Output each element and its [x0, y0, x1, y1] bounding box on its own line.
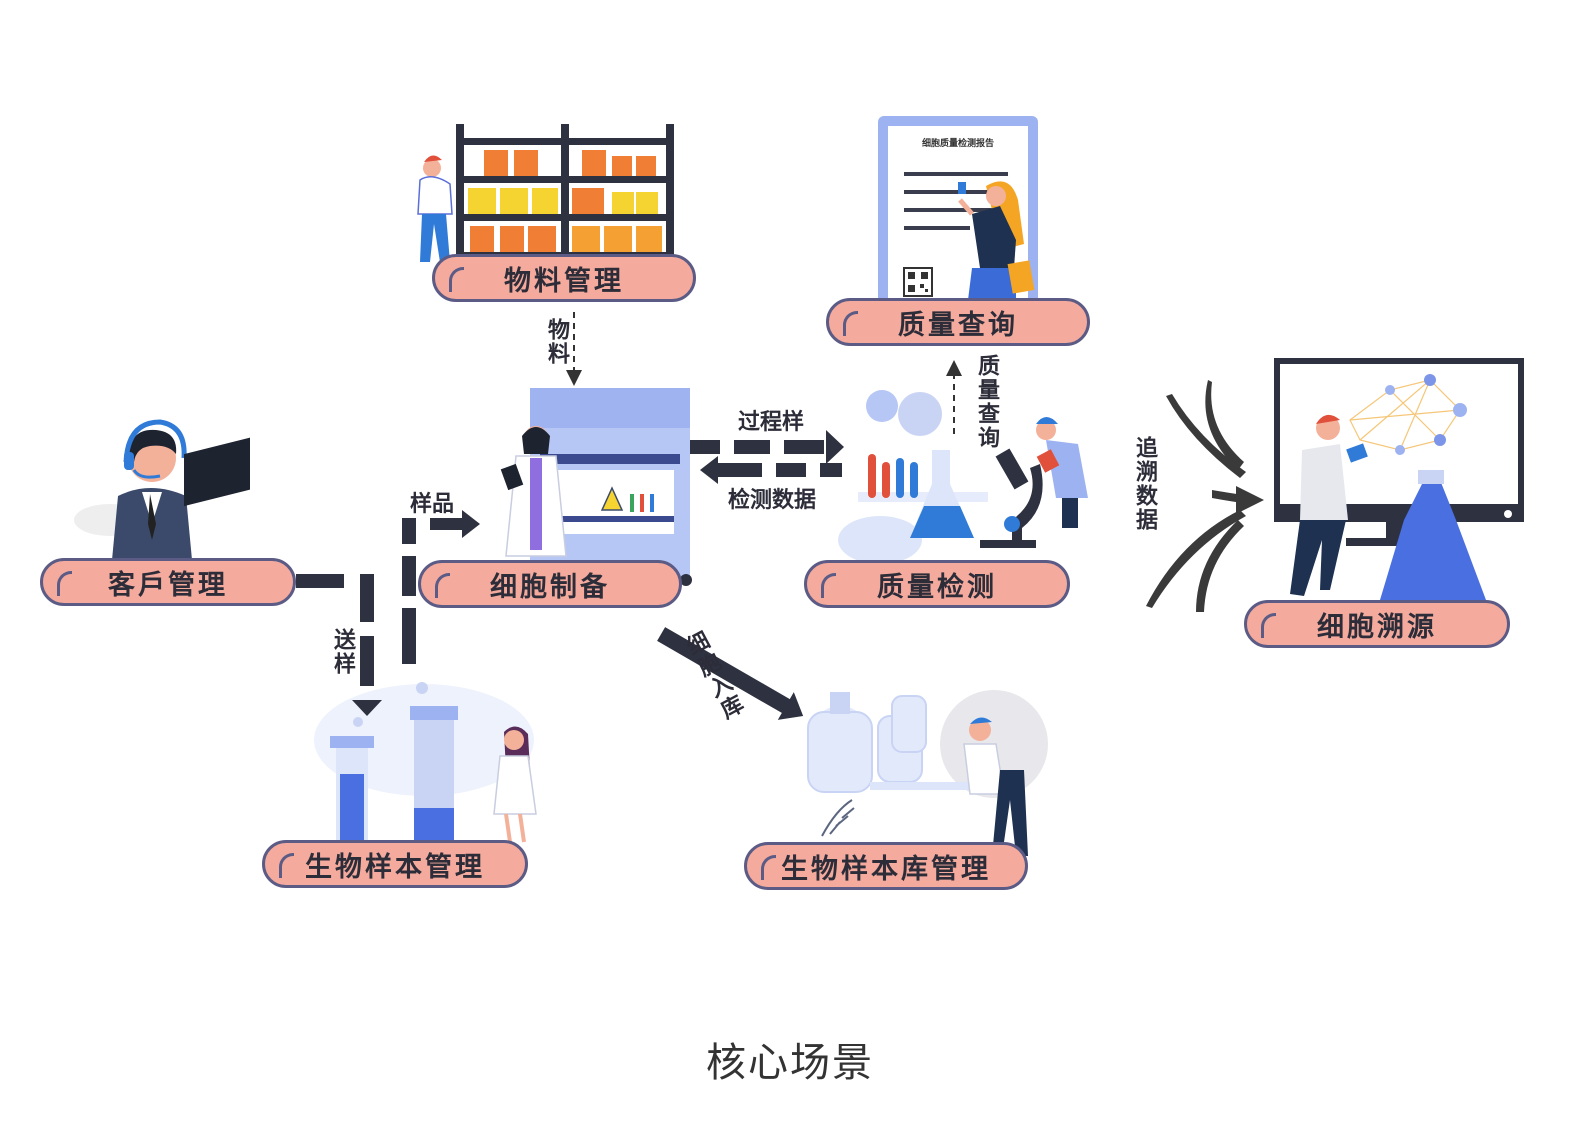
bio-sample-tubes-illustration — [314, 682, 537, 843]
test-data-arrow — [700, 456, 842, 484]
figure-caption: 核心场景 — [706, 1040, 874, 1086]
warehouse-shelves-illustration — [417, 124, 674, 274]
node-traceability[interactable]: 细胞溯源 — [1244, 600, 1510, 648]
node-customer[interactable]: 客戶管理 — [40, 558, 296, 606]
node-quality-query[interactable]: 质量查询 — [826, 298, 1090, 346]
traceability-monitor-illustration — [1274, 358, 1524, 600]
node-traceability-label: 细胞溯源 — [1317, 611, 1437, 643]
node-biobank-label: 生物样本库管理 — [781, 853, 991, 885]
edge-label-process-sample: 过程样 — [738, 410, 805, 435]
edge-label-sample-goods: 样品 — [410, 492, 455, 517]
node-biobank[interactable]: 生物样本库管理 — [744, 842, 1028, 890]
node-quality-test[interactable]: 质量检测 — [804, 560, 1070, 608]
cell-storage-arrow — [657, 627, 804, 720]
quality-test-lab-illustration — [838, 390, 1088, 564]
connectors — [296, 312, 1264, 720]
node-cell-prep[interactable]: 细胞制备 — [418, 560, 682, 608]
node-bio-sample-label: 生物样本管理 — [305, 851, 485, 883]
node-customer-label: 客戶管理 — [108, 569, 228, 601]
edge-label-test-data: 检测数据 — [728, 488, 817, 513]
customer-service-illustration — [74, 419, 250, 560]
trace-data-arrows — [1146, 380, 1264, 612]
quality-report-illustration — [878, 116, 1038, 304]
process-sample-arrow — [690, 430, 844, 464]
edge-label-send-sample: 送样 — [330, 628, 355, 676]
edge-label-trace-data: 追溯数据 — [1132, 436, 1157, 532]
node-quality-query-label: 质量查询 — [898, 309, 1018, 341]
biobank-tanks-illustration — [807, 690, 1048, 856]
node-cell-prep-label: 细胞制备 — [490, 571, 610, 603]
node-materials[interactable]: 物料管理 — [432, 254, 696, 302]
send-sample-arrow — [296, 574, 382, 716]
edge-label-query: 质量查询 — [974, 354, 999, 450]
report-title: 细胞质量检测报告 — [922, 137, 994, 149]
biosafety-cabinet-illustration — [500, 388, 692, 586]
qr-code-icon — [903, 267, 933, 297]
sample-goods-arrow — [402, 510, 480, 664]
node-materials-label: 物料管理 — [504, 265, 624, 297]
node-bio-sample[interactable]: 生物样本管理 — [262, 840, 528, 888]
node-quality-test-label: 质量检测 — [877, 571, 997, 603]
edge-label-material: 物料 — [544, 318, 569, 366]
